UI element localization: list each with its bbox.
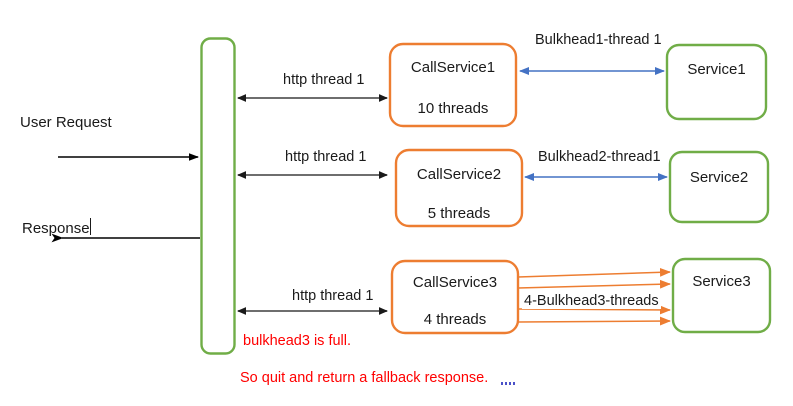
service-3-box (671, 257, 772, 334)
call-service-2-box (394, 148, 524, 228)
service-2-box (668, 150, 770, 224)
call-service-1-box (388, 42, 518, 128)
bulkhead3-thread-arrow-4 (517, 316, 671, 326)
bulkhead-label-row-3: 4-Bulkhead3-threads (522, 293, 661, 309)
user-request-label: User Request (20, 114, 112, 131)
text-caret (90, 218, 91, 235)
service-3-title: Service3 (692, 273, 751, 290)
call-service-3-title: CallService3 (412, 274, 498, 291)
fallback-response-note: So quit and return a fallback response. (240, 370, 489, 386)
call-service-2-subtitle: 5 threads (427, 205, 491, 222)
bulkhead3-thread-arrow-1 (517, 267, 671, 278)
response-label: Response (22, 220, 90, 237)
bulkhead-label-row-2: Bulkhead2-thread1 (536, 149, 663, 165)
http-thread-label-row-1: http thread 1 (281, 72, 367, 88)
http-thread-label-row-2: http thread 1 (283, 149, 369, 165)
call-service-3-subtitle: 4 threads (423, 311, 487, 328)
bulkhead3-thread-arrow-3 (517, 305, 671, 315)
call-service-2-title: CallService2 (416, 166, 502, 183)
service-1-title: Service1 (687, 61, 746, 78)
http-thread-label-row-3: http thread 1 (290, 288, 376, 304)
call-service-1-title: CallService1 (410, 59, 496, 76)
spellcheck-underline-mark (501, 382, 515, 385)
bulkhead-label-row-1: Bulkhead1-thread 1 (533, 32, 664, 48)
gateway-bar (200, 37, 236, 355)
service-1-box (665, 43, 768, 121)
bulkhead-full-note: bulkhead3 is full. (243, 333, 352, 349)
call-service-1-subtitle: 10 threads (417, 100, 489, 117)
bulkhead3-thread-arrows (517, 267, 671, 326)
bulkhead3-thread-arrow-2 (517, 279, 671, 289)
service-2-title: Service2 (689, 169, 749, 186)
call-service-3-box (390, 259, 520, 335)
